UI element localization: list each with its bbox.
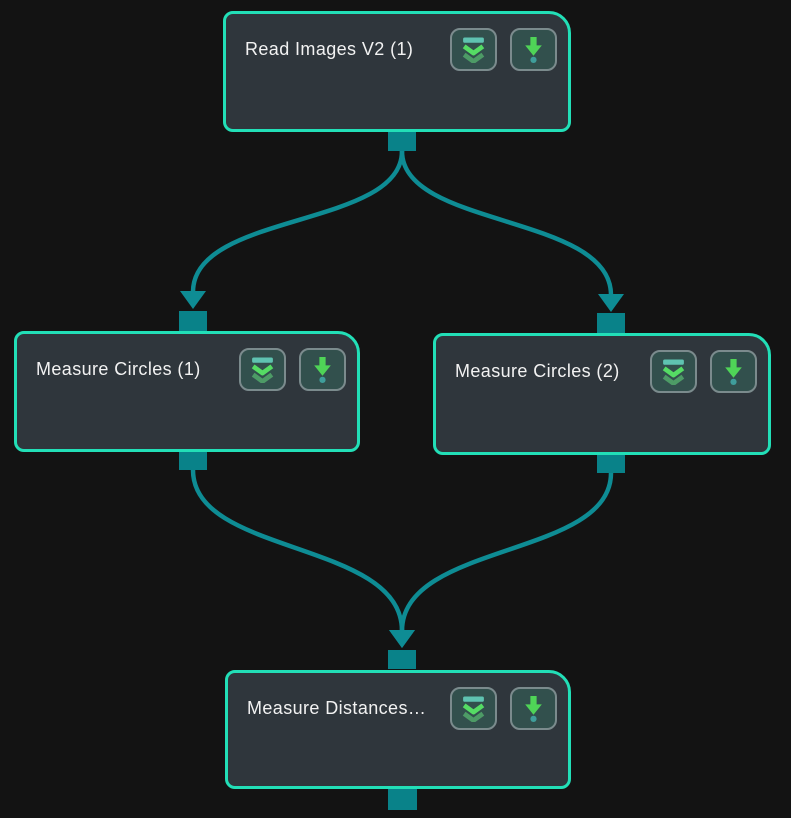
run-arrow-down-icon	[314, 357, 331, 383]
node-header: Measure Circles (1)	[17, 334, 357, 391]
node-header: Measure Circles (2)	[436, 336, 768, 393]
expand-node-button[interactable]	[450, 687, 497, 730]
input-port-distances[interactable]	[388, 650, 416, 669]
connection-wire[interactable]	[190, 150, 405, 293]
expand-node-button[interactable]	[450, 28, 497, 71]
output-port-distances[interactable]	[388, 789, 417, 810]
node-measure-distances[interactable]: Measure Distances…	[225, 670, 571, 789]
run-node-button[interactable]	[510, 28, 557, 71]
node-title: Measure Circles (2)	[455, 361, 620, 381]
output-port-circles-1[interactable]	[179, 451, 207, 470]
run-node-button[interactable]	[510, 687, 557, 730]
arrowhead-down-icon[interactable]	[598, 294, 624, 312]
input-port-circles-1[interactable]	[179, 311, 207, 331]
node-header: Measure Distances…	[228, 673, 568, 730]
arrowhead-down-icon[interactable]	[389, 630, 415, 648]
run-node-button[interactable]	[710, 350, 757, 393]
output-port-circles-2[interactable]	[597, 454, 625, 473]
run-node-button[interactable]	[299, 348, 346, 391]
run-arrow-down-icon	[725, 359, 742, 385]
node-header: Read Images V2 (1)	[226, 14, 568, 71]
expand-node-button[interactable]	[650, 350, 697, 393]
node-title: Measure Distances…	[247, 698, 427, 718]
connection-wire[interactable]	[399, 150, 614, 296]
run-arrow-down-icon	[525, 37, 542, 63]
output-port-read-images[interactable]	[388, 132, 416, 151]
connection-circles-1-to-distances[interactable]	[190, 469, 415, 648]
connection-read-images-to-circles-2[interactable]	[399, 150, 624, 312]
connection-read-images-to-circles-1[interactable]	[180, 150, 405, 309]
arrowhead-down-icon[interactable]	[180, 291, 206, 309]
run-arrow-down-icon	[525, 696, 542, 722]
node-measure-circles-2[interactable]: Measure Circles (2)	[433, 333, 771, 455]
node-title: Measure Circles (1)	[36, 359, 201, 379]
input-port-circles-2[interactable]	[597, 313, 625, 333]
double-chevron-down-icon	[462, 37, 485, 63]
node-read-images-v2[interactable]: Read Images V2 (1)	[223, 11, 571, 132]
node-measure-circles-1[interactable]: Measure Circles (1)	[14, 331, 360, 452]
expand-node-button[interactable]	[239, 348, 286, 391]
double-chevron-down-icon	[251, 357, 274, 383]
double-chevron-down-icon	[462, 696, 485, 722]
connection-wire[interactable]	[190, 469, 405, 632]
double-chevron-down-icon	[662, 359, 685, 385]
node-title: Read Images V2 (1)	[245, 39, 414, 59]
connection-wire[interactable]	[399, 472, 614, 632]
connection-circles-2-to-distances[interactable]	[389, 472, 614, 648]
